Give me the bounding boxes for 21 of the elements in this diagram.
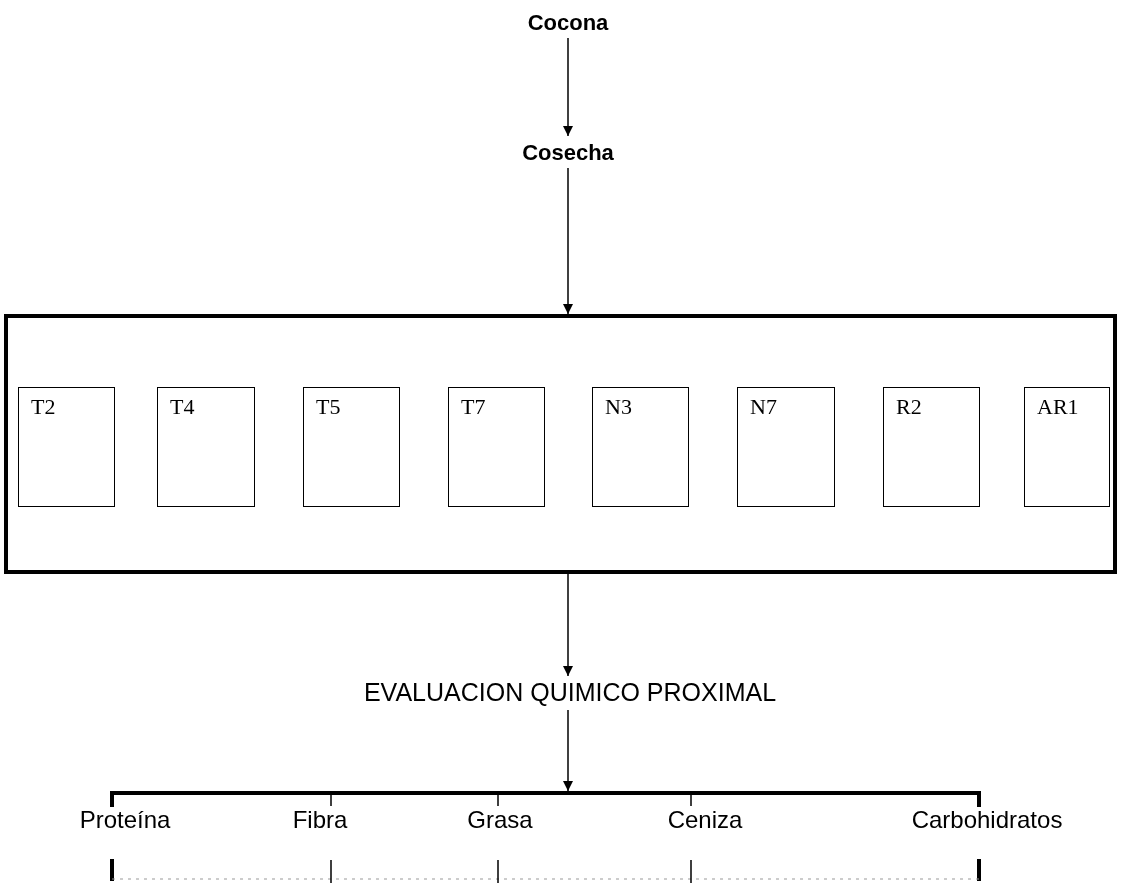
arrow <box>562 709 574 792</box>
treatment-box: AR1 <box>1024 387 1110 507</box>
treatment-box: T7 <box>448 387 545 507</box>
arrow <box>562 37 574 137</box>
step-label: Cocona <box>527 8 609 37</box>
treatment-box: T2 <box>18 387 115 507</box>
treatment-box: T5 <box>303 387 400 507</box>
component-label: Ceniza <box>667 805 743 835</box>
component-label: Fibra <box>292 805 348 835</box>
component-label: Carbohidratos <box>911 805 1063 835</box>
treatment-box: T4 <box>157 387 255 507</box>
stage-label: EVALUACION QUIMICO PROXIMAL <box>363 677 777 709</box>
treatment-box: N3 <box>592 387 689 507</box>
component-label: Grasa <box>467 805 533 835</box>
group-frame <box>4 314 1117 574</box>
arrow <box>562 167 574 315</box>
component-label: Proteína <box>79 805 171 835</box>
step-label: Cosecha <box>522 138 614 167</box>
treatment-box: N7 <box>737 387 835 507</box>
treatment-box: R2 <box>883 387 980 507</box>
arrow <box>562 573 574 677</box>
